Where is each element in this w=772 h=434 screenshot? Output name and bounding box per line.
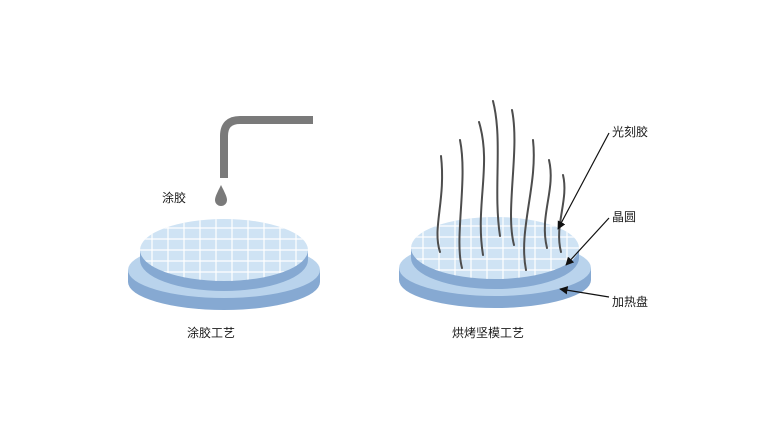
dispense-nozzle bbox=[220, 116, 313, 178]
callout-wafer: 晶圆 bbox=[612, 210, 637, 224]
callout-photoresist: 光刻胶 bbox=[612, 125, 649, 139]
vapor-line bbox=[523, 139, 535, 271]
vapor-line bbox=[436, 155, 444, 253]
vapor-line bbox=[492, 100, 501, 237]
vapor-line bbox=[458, 139, 464, 269]
right-hot-plate bbox=[399, 217, 591, 308]
vapor-line bbox=[543, 159, 552, 249]
callout-hotplate: 加热盘 bbox=[612, 295, 649, 309]
left-caption: 涂胶工艺 bbox=[187, 326, 236, 340]
callout-leaders bbox=[557, 132, 610, 298]
vapor-line bbox=[510, 109, 516, 246]
dispense-step-label: 涂胶 bbox=[162, 191, 187, 205]
leader-wafer bbox=[565, 217, 610, 266]
left-hot-plate bbox=[128, 219, 320, 310]
leader-photoresist bbox=[557, 132, 610, 230]
right-caption: 烘烤坚模工艺 bbox=[452, 326, 525, 340]
resist-droplet bbox=[215, 185, 227, 206]
leader-hotplate bbox=[559, 286, 610, 298]
vapor-line bbox=[478, 121, 486, 256]
vapor-lines bbox=[436, 100, 566, 271]
vapor-line bbox=[558, 174, 566, 253]
